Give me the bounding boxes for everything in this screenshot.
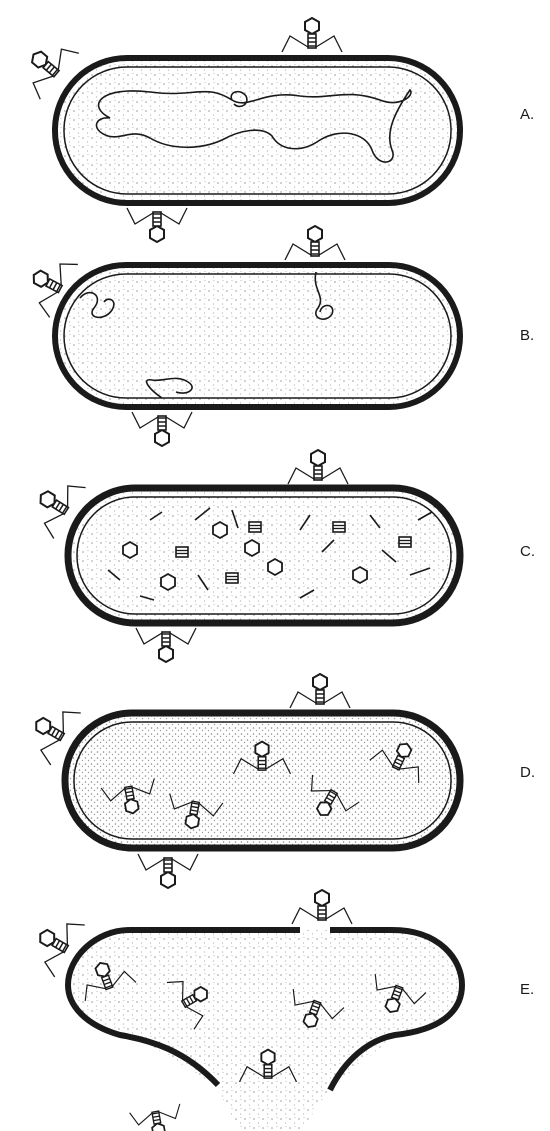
phage-attached-bottom-c xyxy=(136,628,196,662)
phage-injecting-bottom xyxy=(132,412,192,446)
stage-label-a: A. xyxy=(520,106,534,123)
phage-attached-top xyxy=(282,18,342,52)
phage-attached-top-e xyxy=(292,890,352,924)
phage-attached-bottom-d xyxy=(138,854,198,888)
stage-e xyxy=(25,890,462,1131)
phage-attached-bottom xyxy=(127,208,187,242)
phage-attached-top-d xyxy=(290,674,350,708)
bacterium-cell-b xyxy=(55,265,460,407)
stage-b xyxy=(20,226,460,446)
phage-attached-top-c xyxy=(288,450,348,484)
stage-a xyxy=(14,18,460,242)
lysed-cell-cytoplasm xyxy=(68,930,462,1131)
stage-d xyxy=(21,674,460,888)
stage-label-c: C. xyxy=(520,543,535,560)
phage-injecting-top xyxy=(285,226,345,260)
stage-c xyxy=(25,450,460,662)
stage-label-d: D. xyxy=(520,764,535,781)
stage-label-b: B. xyxy=(520,327,534,344)
stage-label-e: E. xyxy=(520,981,534,998)
bacterium-cell-d xyxy=(65,713,460,848)
